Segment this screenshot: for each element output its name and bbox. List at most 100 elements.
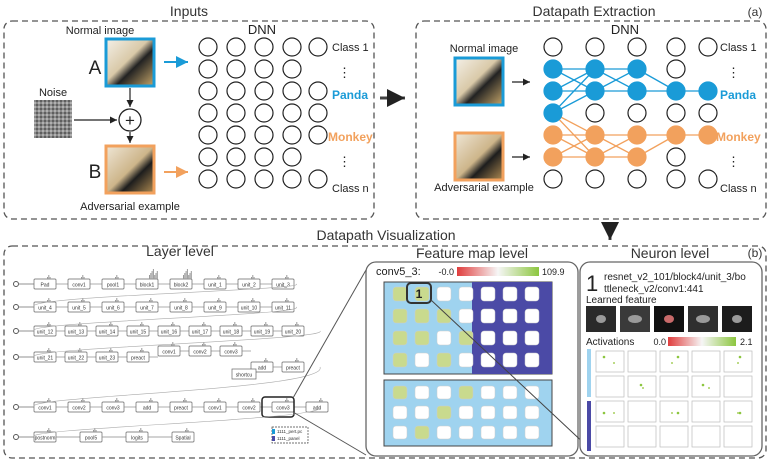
neuron-node [627,125,647,145]
layer-histogram-bar [49,350,51,352]
layer-node-label: conv1 [38,406,52,412]
layer-histogram-bar [140,350,141,352]
layer-node-label: unit_23 [99,356,116,362]
layer-node-label: unit_18 [223,330,240,336]
layer-histogram-bar [204,344,206,346]
layer-histogram-bar [265,322,267,326]
layer-histogram-bar [150,273,152,279]
row-connector [33,366,321,408]
layer-histogram-bar [202,344,203,346]
layer-histogram-bar [287,300,289,302]
extraction-normal-label: Normal image [450,43,518,55]
neuron-node [226,81,246,101]
layer-histogram-bar [252,275,254,279]
neuron-node [543,169,563,189]
layer-histogram-bar [83,400,85,402]
activation-cell [595,375,625,398]
fm-cell [392,405,408,420]
dnn-network-extraction [543,37,718,189]
tag-b: (b) [748,246,763,260]
zoom-line-bottom [292,411,367,456]
fm-cell [436,425,452,440]
activation-dot [701,383,705,387]
layer-histogram-bar [173,344,175,346]
layer-histogram-bar [297,360,299,362]
layer-histogram-bar [202,324,203,326]
activation-cell [659,375,689,398]
layer-histogram-bar [233,344,234,346]
layer-histogram-bar [204,324,206,326]
activation-dot [738,411,742,415]
layer-histogram-bar [116,275,118,279]
neuron-node [585,147,605,167]
layer-histogram-bar [185,430,186,432]
layer-histogram-bar [183,400,184,402]
layer-node-label: unit_1 [208,283,222,289]
layer-histogram-bar [83,300,85,302]
neuron-node [226,147,246,167]
fm-cell [524,286,540,302]
activation-cell [723,425,753,448]
extraction-dots-2: ⋮ [727,154,740,169]
layer-node-label: unit_4 [38,306,52,312]
extraction-panda: Panda [720,88,756,102]
layer-histogram-bar [151,300,153,302]
layer-histogram-bar [155,273,157,279]
layer-histogram-bar [47,400,48,402]
row-connector [33,283,297,308]
layer-node-label: unit_11 [275,306,291,312]
fm-cell [480,352,496,368]
neuron-node [198,147,218,167]
neuron-node [666,147,686,167]
neuron-node [627,81,647,101]
layer-histogram-bar [264,360,265,362]
layer-histogram-bar [285,277,286,279]
layer-node-label: unit_17 [192,330,209,336]
neuron-node [198,81,218,101]
layer-node-label: add [313,406,322,412]
layer-histogram-bar [189,273,191,279]
activation-cell [691,400,721,423]
neuron-node [666,37,686,57]
activation-cell [595,350,625,373]
neuron-node [543,103,563,123]
layer-node-label: unit_12 [37,330,54,336]
neuron-node [308,169,328,189]
layer-histogram-bar [296,358,298,362]
neuron-node [226,125,246,145]
layer-node-label: block2 [174,283,189,289]
layer-histogram-bar [110,348,112,352]
fm-cell [436,330,452,346]
fm-cell [436,308,452,324]
fm-to-neuron-line [430,299,589,448]
extraction-normal-image [453,56,505,107]
neuron-node [585,125,605,145]
layer-node-label: Spatial [175,436,190,442]
layer-legend-label: 1111_pert.pc [277,429,303,434]
layer-node-label: preact [174,406,189,412]
layer-histogram-bar [287,277,289,279]
fm-cell [392,286,408,302]
neuron-node [254,103,274,123]
activation-cell [659,400,689,423]
layer-histogram-bar [154,275,156,279]
layer-histogram-bar [217,400,218,402]
layer-histogram-bar [297,324,299,326]
layer-histogram-bar [286,298,288,302]
layer-histogram-bar [203,342,205,346]
layer-histogram-bar [110,322,112,326]
layer-histogram-bar [185,400,187,402]
layer-histogram-bar [111,350,113,352]
layer-histogram-bar [151,271,153,279]
neuron-node [198,169,218,189]
dots-1: ⋮ [338,65,351,80]
neuron-node [698,125,718,145]
fm-cell [480,286,496,302]
plus-sign: + [125,111,135,130]
layer-histogram-bar [49,277,51,279]
layer-histogram-bar [78,324,79,326]
neuron-node [198,103,218,123]
fm-cell [524,352,540,368]
layer-histogram-bar [48,348,50,352]
fm-cell [480,385,496,400]
